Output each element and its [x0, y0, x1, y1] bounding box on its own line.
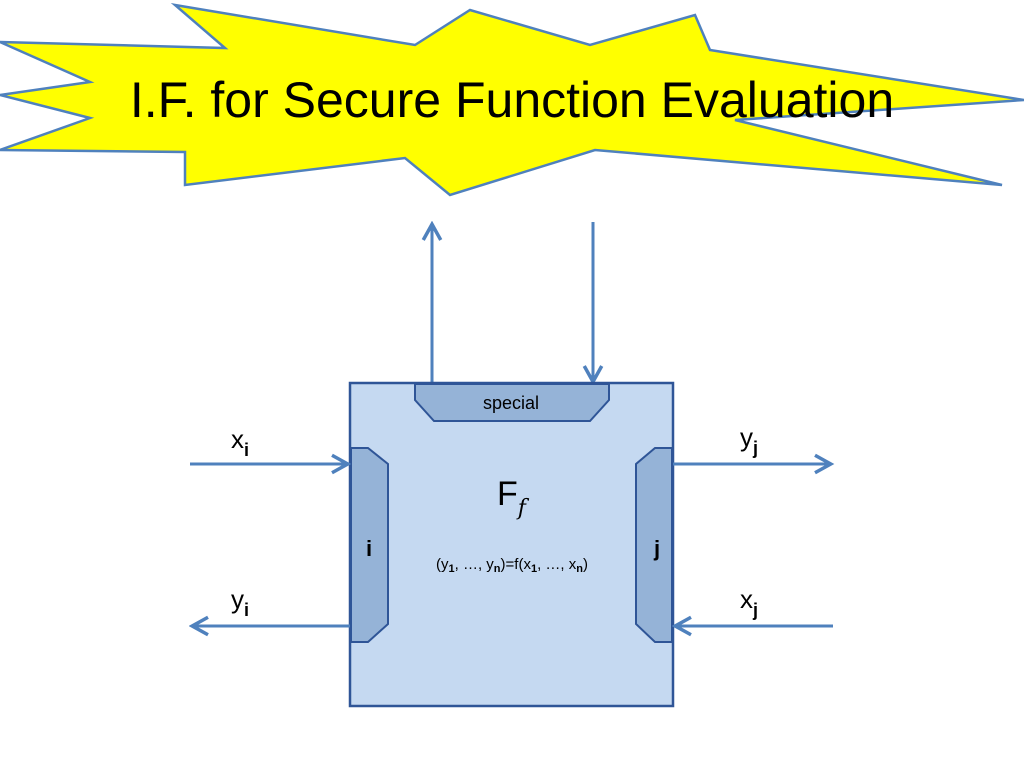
title-burst: I.F. for Secure Function Evaluation — [0, 3, 1024, 197]
formula-sub-1: 1 — [449, 563, 455, 575]
right-port-shape — [635, 447, 673, 643]
function-symbol: F — [497, 475, 518, 513]
special-port-shape — [414, 383, 610, 422]
right-output-var: y — [740, 422, 753, 452]
right-port-id: j — [653, 536, 660, 561]
right-output-label: yj — [740, 422, 758, 458]
formula-mid-1: , …, y — [455, 556, 495, 573]
formula-sub-2: n — [494, 563, 501, 575]
functionality-box — [348, 381, 675, 708]
formula-mid-2: )=f(x — [501, 556, 532, 573]
burst-shape — [0, 3, 1024, 197]
formula-mid-3: , …, x — [537, 556, 577, 573]
left-port: i — [350, 447, 389, 643]
formula-sub-4: n — [576, 563, 583, 575]
left-output-var: y — [231, 584, 244, 614]
right-input-label: xj — [740, 584, 758, 620]
right-input-sub: j — [752, 600, 758, 620]
left-input-var: x — [231, 424, 244, 454]
left-input-label: xi — [231, 424, 249, 460]
left-port-id: i — [366, 536, 372, 561]
left-input-sub: i — [244, 440, 249, 460]
left-output-sub: i — [244, 600, 249, 620]
right-input-var: x — [740, 584, 753, 614]
right-output-sub: j — [752, 438, 758, 458]
special-port: special — [414, 383, 610, 422]
special-port-label: special — [483, 393, 539, 413]
slide-title: I.F. for Secure Function Evaluation — [130, 72, 894, 128]
left-output-label: yi — [231, 584, 249, 620]
formula-close: ) — [583, 556, 588, 573]
formula-sub-3: 1 — [531, 563, 537, 575]
left-port-shape — [350, 447, 389, 643]
right-port: j — [635, 447, 673, 643]
function-formula: (y1, …, yn)=f(x1, …, xn) — [436, 556, 588, 575]
formula-open: (y — [436, 556, 449, 573]
